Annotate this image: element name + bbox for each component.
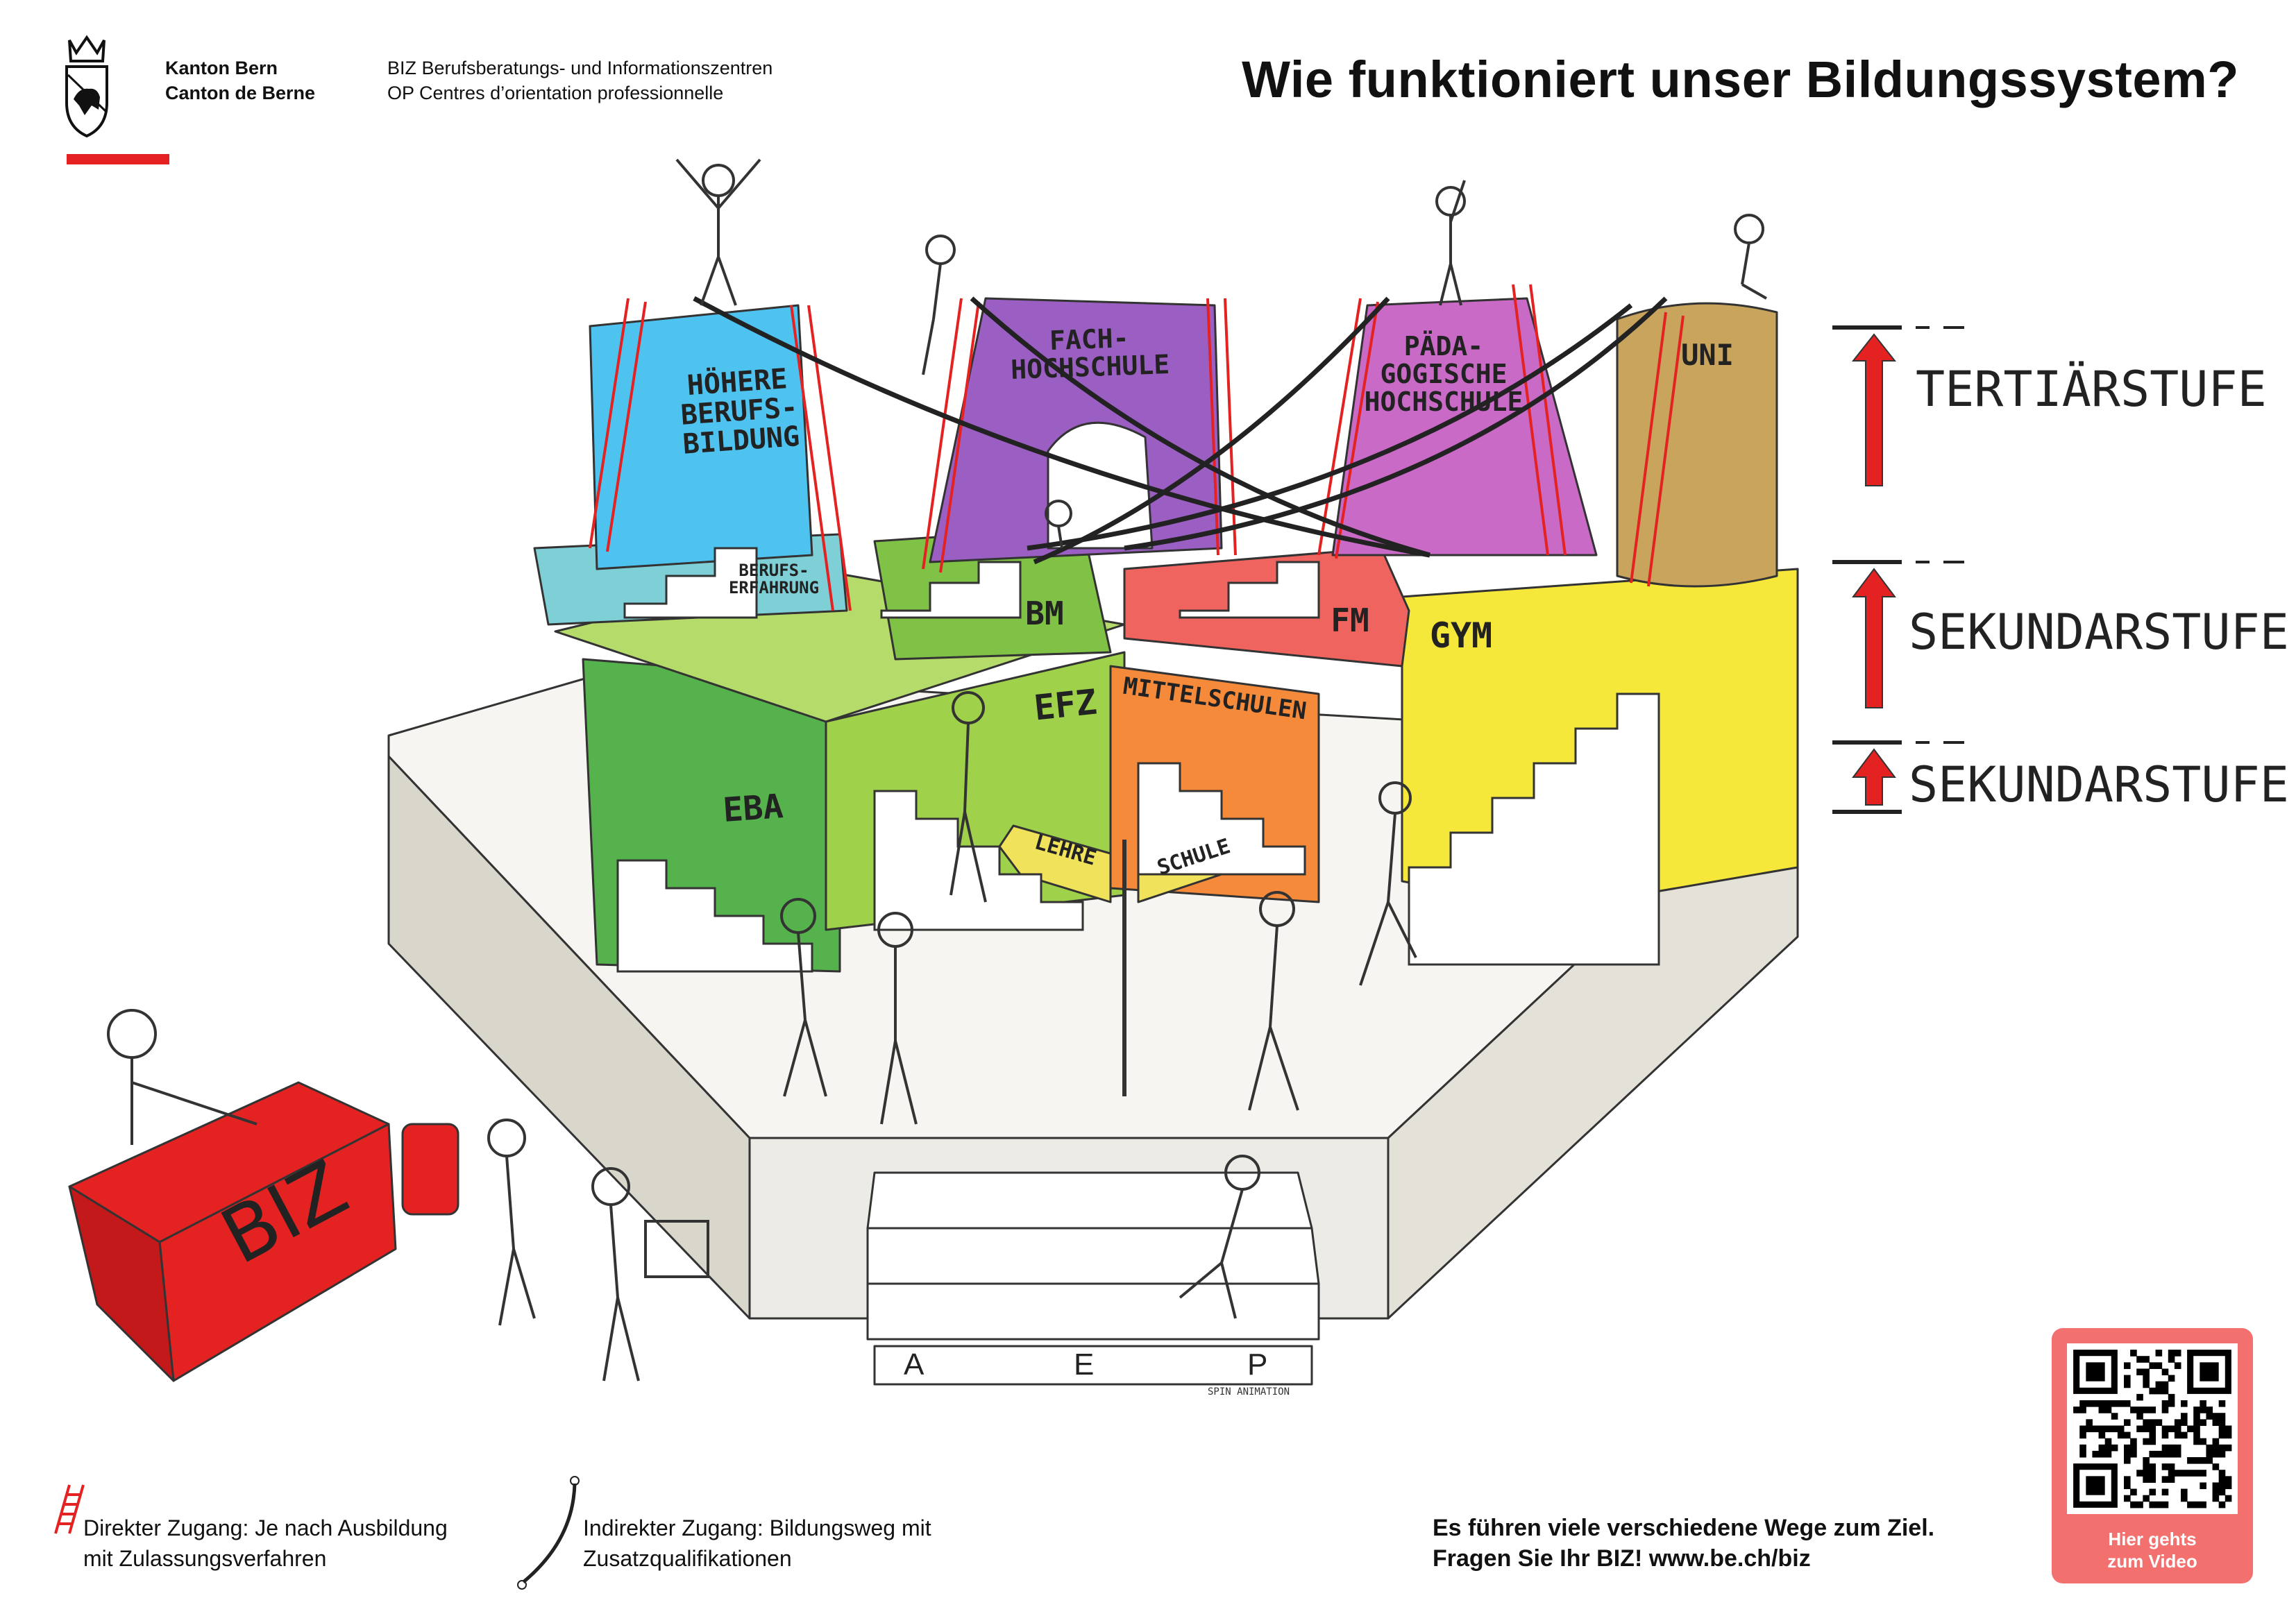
ladder-hbb-left bbox=[589, 298, 647, 552]
legend-rope-icon bbox=[517, 1476, 580, 1590]
person-aep-climber bbox=[1179, 1155, 1260, 1319]
person-fh-climber bbox=[922, 235, 956, 375]
label-uni: UNI bbox=[1681, 338, 1734, 372]
legend-direct-access: Direkter Zugang: Je nach Ausbildung mit … bbox=[83, 1513, 448, 1574]
person-girl-front bbox=[487, 1119, 536, 1326]
tagline-line2: Fragen Sie Ihr BIZ! www.be.ch/biz bbox=[1433, 1545, 1811, 1572]
rope-5 bbox=[1027, 303, 1633, 551]
person-walker-left bbox=[780, 898, 827, 1097]
biz-org-fr: OP Centres d’orientation professionnelle bbox=[387, 83, 724, 103]
stage-tertiaerstufe: TERTIÄRSTUFE bbox=[1916, 361, 2267, 418]
label-ph: PÄDA- GOGISCHE HOCHSCHULE bbox=[1364, 331, 1523, 417]
person-walker-right bbox=[1248, 891, 1299, 1111]
stairs-efz bbox=[873, 790, 1084, 931]
aep-step-middle bbox=[866, 1227, 1320, 1285]
label-fh: FACH- HOCHSCHULE bbox=[1010, 323, 1170, 385]
biz-chair bbox=[401, 1123, 459, 1216]
qr-label: Hier gehts zum Video bbox=[2052, 1528, 2253, 1572]
stage-sekundarstufe2: SEKUNDARSTUFE 2 bbox=[1909, 604, 2296, 661]
qr-label-line1: Hier gehts bbox=[2108, 1529, 2197, 1549]
sign-lehre bbox=[998, 824, 1112, 903]
canton-name-fr: Canton de Berne bbox=[165, 83, 316, 103]
ladder-ph-left bbox=[1317, 298, 1379, 559]
rope-4 bbox=[1124, 296, 1668, 551]
arrow-sekundarstufe1 bbox=[1852, 748, 1896, 806]
legend-indirect-line1: Indirekter Zugang: Bildungsweg mit bbox=[583, 1515, 931, 1540]
canton-crest-icon bbox=[64, 33, 110, 138]
people bbox=[107, 158, 1767, 1382]
biz-desk-side bbox=[68, 1185, 175, 1382]
label-fm: FM bbox=[1331, 602, 1369, 639]
ladder-ph-right bbox=[1512, 284, 1567, 556]
rope-1 bbox=[693, 296, 1430, 558]
tagline: Es führen viele verschiedene Wege zum Zi… bbox=[1433, 1513, 1934, 1574]
ladder-fh bbox=[922, 298, 980, 573]
label-gym: GYM bbox=[1429, 615, 1493, 656]
ladder-hbb-right bbox=[790, 305, 852, 611]
stairs-gym bbox=[1408, 692, 1660, 966]
person-biz-advisor bbox=[107, 1009, 258, 1145]
stairs-berufserfahrung bbox=[623, 547, 758, 619]
page-title: Wie funktioniert unser Bildungssystem? bbox=[1242, 51, 2239, 108]
ladder-uni bbox=[1630, 312, 1685, 587]
label-eba: EBA bbox=[721, 787, 785, 830]
canton-name-de: Kanton Bern bbox=[165, 58, 278, 78]
ph-block bbox=[1331, 297, 1598, 556]
label-berufserfahrung: BERUFS- ERFAHRUNG bbox=[728, 561, 820, 598]
aep-letter-e: E bbox=[1074, 1348, 1095, 1382]
illustration-credit: SPIN ANIMATION bbox=[1208, 1386, 1290, 1397]
ropes bbox=[693, 296, 1668, 565]
person-fh-arch bbox=[1045, 500, 1072, 549]
person-gym-stairs bbox=[1359, 781, 1417, 986]
person-ph-top bbox=[1435, 180, 1466, 306]
aep-letter-a: A bbox=[904, 1348, 925, 1382]
aep-letter-p: P bbox=[1247, 1348, 1268, 1382]
person-hbb-top bbox=[675, 158, 761, 306]
aep-sign bbox=[873, 1345, 1313, 1386]
brand-bar bbox=[67, 154, 169, 164]
stairs-eba bbox=[616, 859, 813, 973]
stage-markers bbox=[1832, 325, 1964, 814]
arrow-sekundarstufe2 bbox=[1852, 568, 1896, 708]
legend-ladder-icon bbox=[54, 1484, 85, 1534]
stairs-mittelschulen bbox=[1137, 762, 1306, 876]
staircases bbox=[616, 547, 1660, 973]
label-hbb: HÖHERE BERUFS- BILDUNG bbox=[679, 363, 801, 461]
aep-step-top bbox=[866, 1171, 1313, 1230]
video-qr-link[interactable]: Hier gehts zum Video bbox=[2052, 1328, 2253, 1583]
biz-org-de: BIZ Berufsberatungs- und Informationszen… bbox=[387, 58, 773, 78]
stairs-bm bbox=[880, 561, 1022, 619]
hbb-block bbox=[589, 304, 813, 570]
label-bm: BM bbox=[1025, 595, 1064, 632]
legend-indirect-access: Indirekter Zugang: Bildungsweg mit Zusat… bbox=[583, 1513, 931, 1574]
qr-code-icon bbox=[2067, 1343, 2238, 1514]
label-efz: EFZ bbox=[1032, 681, 1099, 729]
person-walker-center bbox=[877, 912, 918, 1125]
legend-direct-line2: mit Zulassungsverfahren bbox=[83, 1546, 327, 1571]
tagline-line1: Es führen viele verschiedene Wege zum Zi… bbox=[1433, 1515, 1935, 1541]
legend-indirect-line2: Zusatzqualifikationen bbox=[583, 1546, 792, 1571]
person-efz-stairs bbox=[949, 691, 987, 903]
aep-step-bottom bbox=[866, 1282, 1320, 1341]
person-uni-top bbox=[1734, 214, 1767, 300]
arrow-tertiaerstufe bbox=[1851, 333, 1897, 486]
qr-label-line2: zum Video bbox=[2107, 1551, 2197, 1572]
canton-name: Kanton Bern Canton de Berne bbox=[165, 56, 315, 105]
stage-sekundarstufe1: SEKUNDARSTUFE 1 bbox=[1909, 756, 2296, 813]
legend-direct-line1: Direkter Zugang: Je nach Ausbildung bbox=[83, 1515, 448, 1540]
rope-2 bbox=[970, 296, 1430, 558]
person-boy-map bbox=[591, 1167, 709, 1382]
biz-org-text: BIZ Berufsberatungs- und Informationszen… bbox=[387, 56, 773, 105]
stairs-fm bbox=[1179, 561, 1320, 619]
